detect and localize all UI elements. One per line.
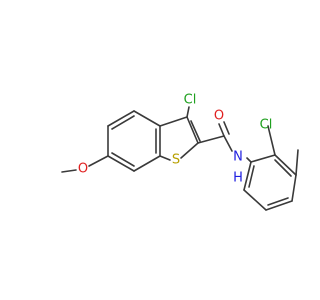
oxygen-atom-label: O [78, 162, 88, 177]
bond-inner [248, 165, 255, 188]
bond [243, 189, 267, 211]
bond [223, 135, 233, 152]
molecule-diagram: Cl Cl O O S N H [61, 93, 299, 211]
bond [250, 154, 276, 163]
bond [218, 123, 225, 137]
bond [243, 161, 252, 191]
bond-inner [267, 197, 289, 206]
bond [274, 154, 297, 176]
bond-inner [111, 115, 135, 130]
bond [265, 200, 293, 211]
chlorine-atom-label: Cl [184, 93, 197, 108]
sulfur-atom-label: S [172, 153, 180, 168]
bond [133, 155, 161, 172]
bond [186, 116, 199, 144]
bond [186, 106, 190, 118]
bond [159, 155, 171, 161]
bond [267, 125, 276, 156]
bond [107, 155, 135, 172]
atom-label-group: Cl Cl O O S N H [78, 93, 272, 186]
bond [133, 110, 161, 127]
bond [197, 135, 225, 144]
bond-inner [111, 152, 135, 167]
bond [88, 155, 109, 167]
nitrogen-atom-label: N [233, 150, 243, 165]
bond [190, 120, 201, 142]
bond [107, 110, 135, 127]
bond [180, 142, 199, 159]
bond [223, 121, 230, 135]
bond [295, 149, 299, 176]
chlorine-atom-label: Cl [260, 118, 273, 133]
bond-inner [274, 159, 292, 177]
hydrogen-atom-label: H [233, 171, 243, 186]
bond [291, 174, 297, 202]
bond-group [61, 106, 299, 211]
bond [246, 157, 252, 163]
bond [61, 169, 77, 173]
oxygen-atom-label: O [214, 109, 224, 124]
bond [159, 116, 188, 127]
